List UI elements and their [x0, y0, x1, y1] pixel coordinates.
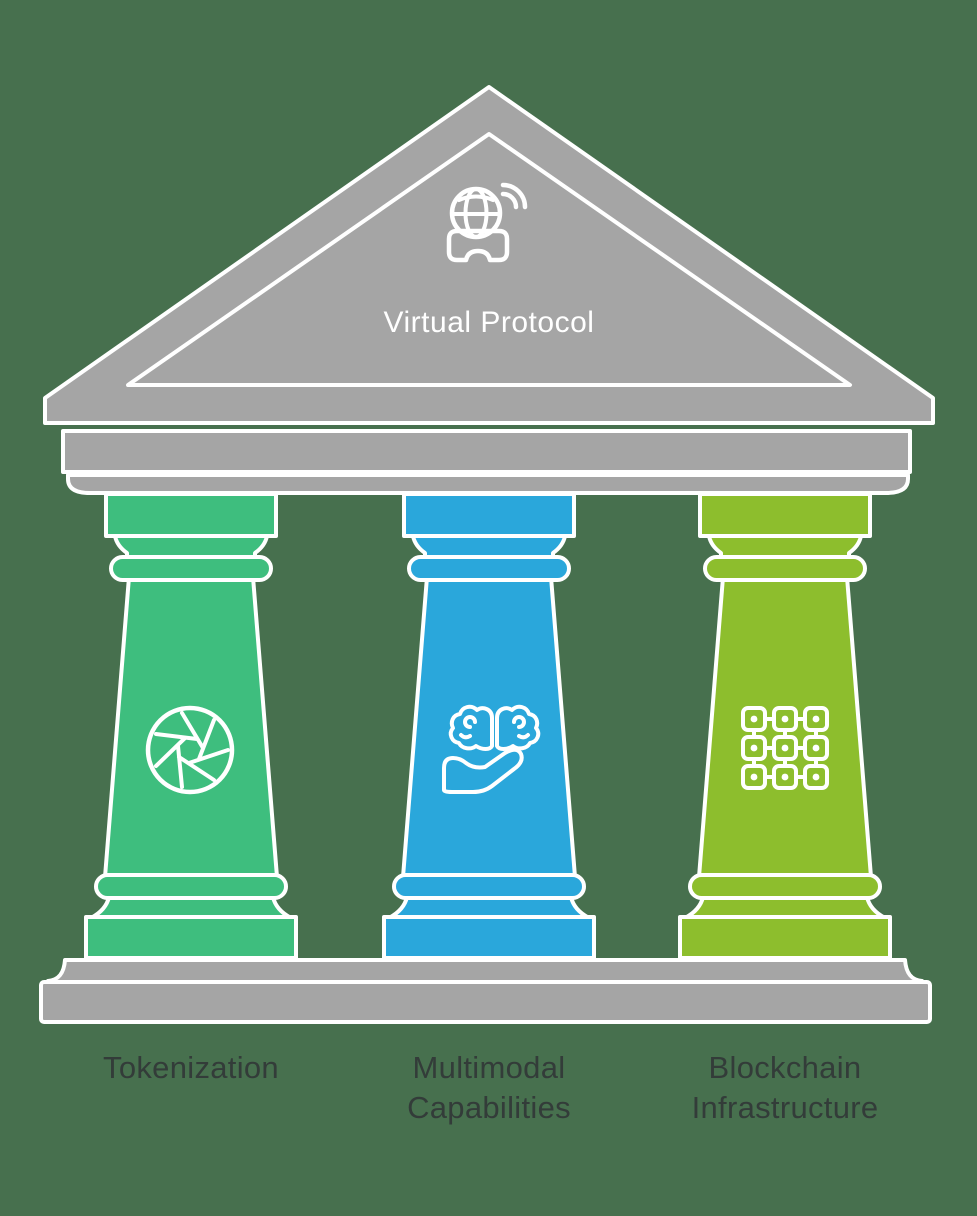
pillar-label-blockchain: Blockchain Infrastructure — [691, 1050, 879, 1125]
pillar3-abacus — [698, 492, 872, 538]
pillar-blockchain — [678, 492, 892, 960]
pillar1-neck-ring — [109, 555, 273, 582]
hand-outline — [442, 747, 524, 794]
pillar1-abacus — [104, 492, 278, 538]
pillar2-shaft — [401, 575, 577, 879]
base-platform — [39, 958, 932, 1024]
blockchain-connectors — [752, 717, 818, 779]
brain-curls — [459, 715, 530, 740]
pediment-title: Virtual Protocol — [383, 306, 595, 339]
pillar3-plinth — [678, 915, 892, 960]
pillar3-shaft — [697, 575, 873, 879]
brain-right-lobe — [495, 704, 541, 751]
pediment-inner-line — [126, 132, 852, 387]
vr-headset-globe-signal-icon — [446, 182, 528, 263]
pillar2-foot-ring — [392, 873, 586, 900]
pillar1-foot-ring — [94, 873, 288, 900]
pillar2-abacus — [402, 492, 576, 538]
stylobate-band — [46, 958, 924, 984]
entablature — [61, 429, 912, 495]
cornice-band — [66, 473, 910, 495]
aperture-icon — [145, 705, 235, 795]
pillar-label-multimodal: Multimodal Capabilities — [407, 1050, 571, 1125]
pillar2-plinth — [382, 915, 596, 960]
brain-left-lobe — [448, 704, 494, 751]
globe-latitude — [450, 194, 502, 216]
architrave-band — [61, 429, 912, 474]
pillar3-neck-ring — [703, 555, 867, 582]
brain-in-hand-icon — [442, 704, 541, 794]
blockchain-grid-icon — [741, 706, 829, 790]
pillar2-neck-ring — [407, 555, 571, 582]
pillar1-plinth — [84, 915, 298, 960]
pillar3-foot-ring — [688, 873, 882, 900]
pillar-multimodal — [382, 492, 596, 960]
pillar-tokenization — [84, 492, 298, 960]
vr-goggles — [446, 228, 510, 263]
base-slab — [39, 980, 932, 1024]
pillar-label-tokenization: Tokenization — [103, 1050, 279, 1085]
signal-arcs — [500, 182, 528, 210]
